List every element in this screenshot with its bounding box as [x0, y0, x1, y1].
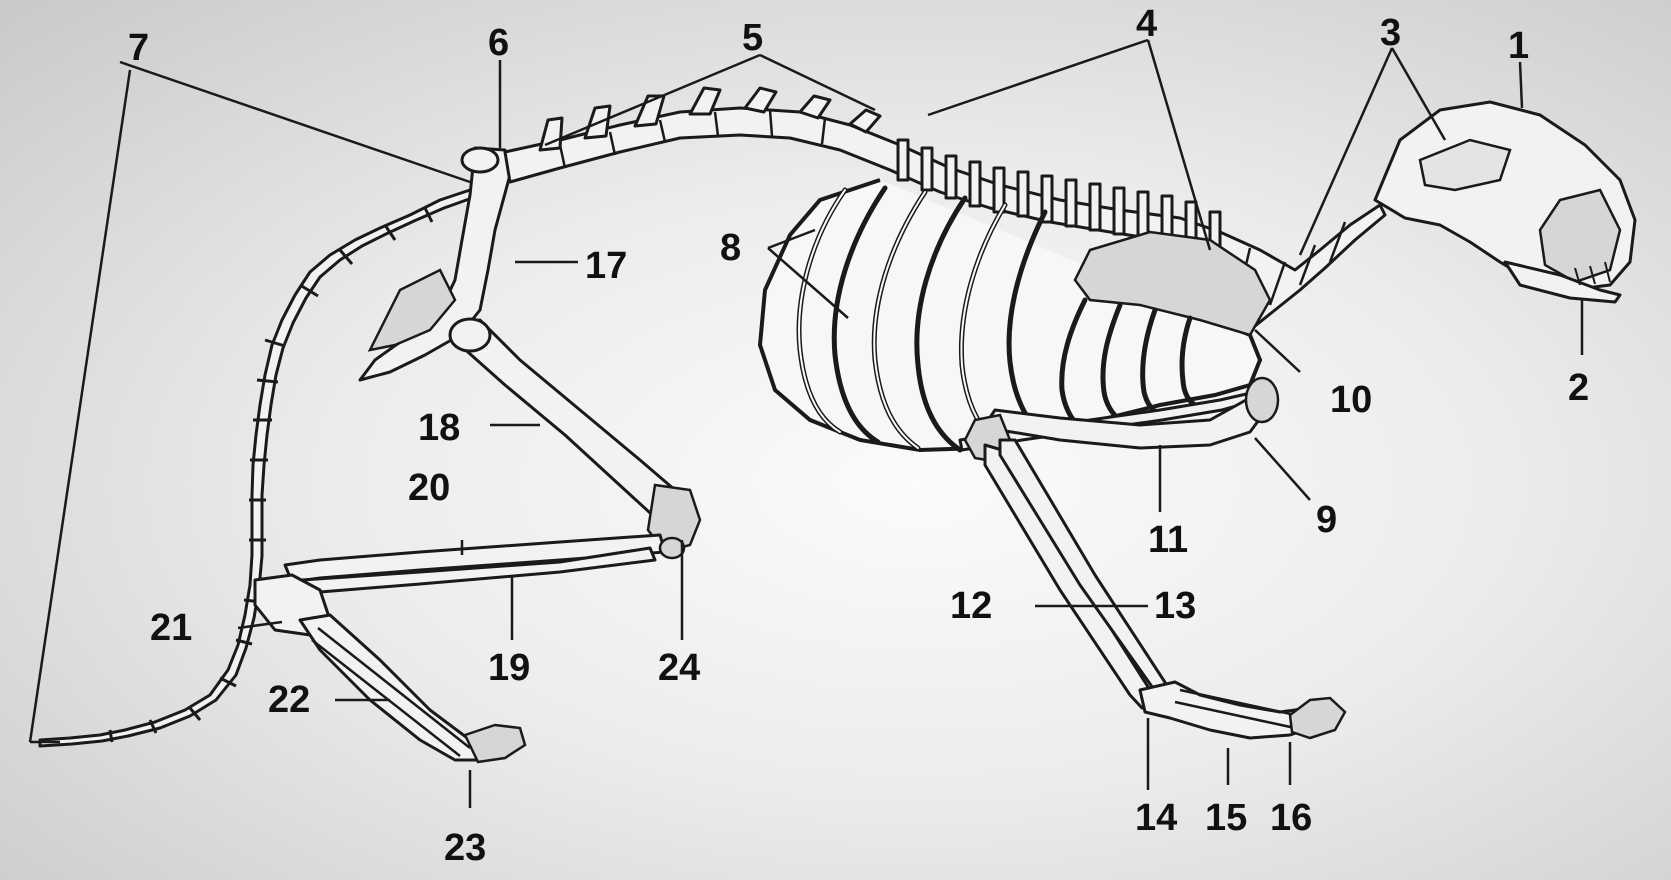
label-11: 11: [1148, 519, 1188, 561]
skull: [1375, 102, 1635, 302]
label-4: 4: [1136, 3, 1157, 45]
label-8: 8: [720, 227, 741, 269]
label-12: 12: [950, 585, 992, 627]
label-2: 2: [1568, 367, 1589, 409]
label-7: 7: [128, 27, 149, 69]
label-21: 21: [150, 607, 192, 649]
label-1: 1: [1508, 25, 1529, 67]
label-14: 14: [1135, 797, 1177, 839]
label-24: 24: [658, 647, 700, 689]
label-10: 10: [1330, 379, 1372, 421]
label-6: 6: [488, 22, 509, 64]
label-3: 3: [1380, 12, 1401, 54]
label-9: 9: [1316, 499, 1337, 541]
label-16: 16: [1270, 797, 1312, 839]
label-5: 5: [742, 17, 763, 59]
label-13: 13: [1154, 585, 1196, 627]
label-15: 15: [1205, 797, 1247, 839]
label-17: 17: [585, 245, 627, 287]
label-23: 23: [444, 827, 486, 869]
label-18: 18: [418, 407, 460, 449]
label-20: 20: [408, 467, 450, 509]
label-19: 19: [488, 647, 530, 689]
label-22: 22: [268, 679, 310, 721]
hindlimb: [255, 319, 700, 762]
